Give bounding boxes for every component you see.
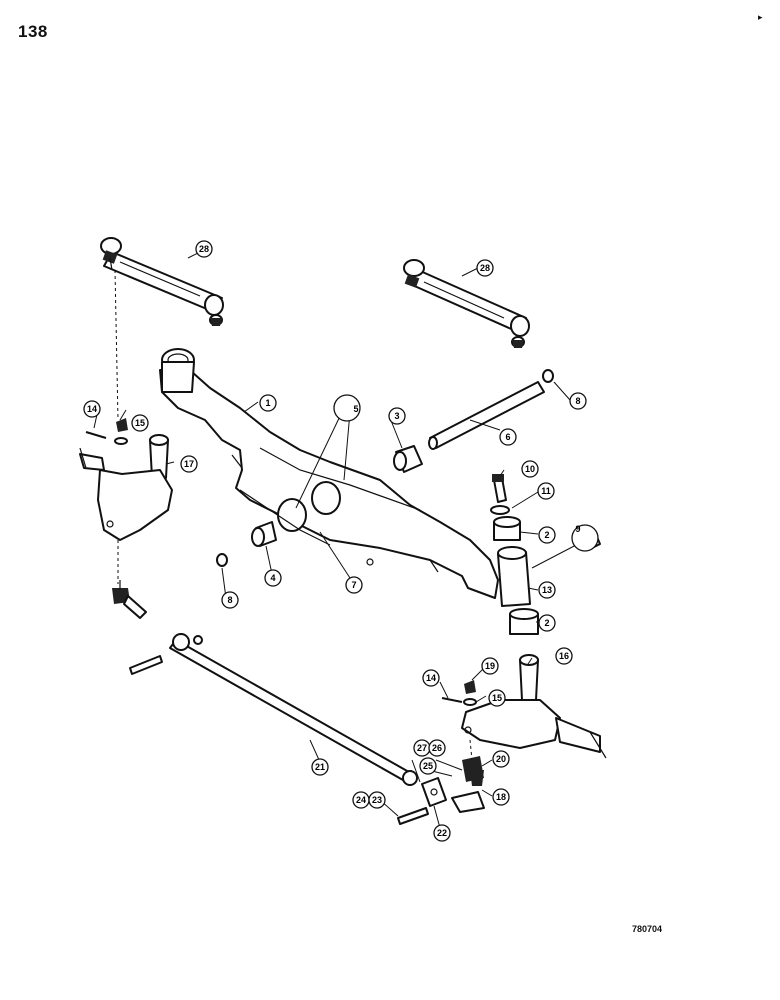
- callout-c8a: 8: [221, 591, 239, 609]
- svg-text:27: 27: [417, 743, 427, 753]
- snap-ring-8-right: [542, 369, 554, 383]
- ball-joint-left: [112, 580, 147, 619]
- svg-text:4: 4: [270, 573, 275, 583]
- svg-text:7: 7: [351, 580, 356, 590]
- callout-c14a: 14: [83, 400, 101, 418]
- svg-text:5: 5: [353, 404, 358, 414]
- svg-text:28: 28: [199, 244, 209, 254]
- svg-text:14: 14: [426, 673, 436, 683]
- callout-c17: 17: [180, 455, 198, 473]
- nut-left: [116, 418, 128, 432]
- pivot-pin: [428, 381, 545, 450]
- callout-c2b: 2: [538, 614, 556, 632]
- callout-c3: 3: [388, 407, 406, 425]
- svg-text:8: 8: [227, 595, 232, 605]
- svg-text:23: 23: [372, 795, 382, 805]
- svg-text:25: 25: [423, 761, 433, 771]
- callout-c5: 5: [333, 394, 361, 422]
- callout-c2a: 2: [538, 526, 556, 544]
- cover-20: [462, 756, 484, 782]
- bolt-10: [492, 474, 507, 503]
- alignment-line-left: [114, 269, 119, 421]
- svg-text:26: 26: [432, 743, 442, 753]
- svg-text:10: 10: [525, 464, 535, 474]
- callout-c15b: 15: [488, 689, 506, 707]
- svg-text:21: 21: [315, 762, 325, 772]
- leader-lines: [93, 249, 579, 829]
- callout-c24: 24: [352, 791, 370, 809]
- svg-text:17: 17: [184, 459, 194, 469]
- svg-text:19: 19: [485, 661, 495, 671]
- callout-c19: 19: [481, 657, 499, 675]
- tie-rod: [169, 633, 418, 786]
- callout-c10: 10: [521, 460, 539, 478]
- callout-c20: 20: [492, 750, 510, 768]
- cotter-pin-14-left: [85, 431, 107, 439]
- callout-c27: 27: [413, 739, 431, 757]
- callout-c28b: 28: [476, 259, 494, 277]
- svg-text:15: 15: [135, 418, 145, 428]
- svg-text:22: 22: [437, 828, 447, 838]
- callout-c23: 23: [368, 791, 386, 809]
- nut-19: [464, 680, 476, 694]
- bushing-front: [393, 445, 423, 473]
- washer-11: [490, 505, 510, 515]
- svg-text:18: 18: [496, 792, 506, 802]
- corner-mark: ▸: [758, 12, 763, 22]
- washer-15-right: [463, 698, 477, 706]
- bolt-left-clamp: [129, 655, 163, 675]
- callout-c4: 4: [264, 569, 282, 587]
- callout-c9: 9: [571, 524, 599, 552]
- callout-c14b: 14: [422, 669, 440, 687]
- axle-beam: [159, 348, 499, 599]
- callout-c21: 21: [311, 758, 329, 776]
- alignment-line-right: [469, 739, 473, 761]
- callout-c13: 13: [538, 581, 556, 599]
- svg-text:13: 13: [542, 585, 552, 595]
- callout-c7: 7: [345, 576, 363, 594]
- svg-text:15: 15: [492, 693, 502, 703]
- svg-text:1: 1: [265, 398, 270, 408]
- figure-code: 780704: [632, 924, 663, 934]
- cotter-pin-14-right: [441, 697, 463, 703]
- callout-c6: 6: [499, 428, 517, 446]
- svg-text:28: 28: [480, 263, 490, 273]
- bushing-2-top: [493, 516, 521, 541]
- page-number: 138: [18, 22, 48, 41]
- svg-text:2: 2: [544, 530, 549, 540]
- callout-c1: 1: [259, 394, 277, 412]
- svg-text:8: 8: [575, 396, 580, 406]
- callout-c26: 26: [428, 739, 446, 757]
- spindle-right: [461, 654, 607, 759]
- steering-cylinder-right: [403, 259, 530, 348]
- svg-text:11: 11: [541, 486, 551, 496]
- svg-text:3: 3: [394, 411, 399, 421]
- bushing-rear: [251, 521, 277, 547]
- callout-c15a: 15: [131, 414, 149, 432]
- callout-c18: 18: [492, 788, 510, 806]
- spindle-left: [79, 434, 173, 541]
- tube-13: [497, 546, 531, 607]
- callout-c25: 25: [419, 757, 437, 775]
- bolt-23: [397, 807, 429, 825]
- svg-text:6: 6: [505, 432, 510, 442]
- snap-ring-8-left: [216, 553, 228, 567]
- steering-cylinder-left: [100, 237, 224, 326]
- callout-c28a: 28: [195, 240, 213, 258]
- svg-text:16: 16: [559, 651, 569, 661]
- callout-c22: 22: [433, 824, 451, 842]
- bushing-2-bottom: [509, 608, 539, 635]
- callout-c16: 16: [555, 647, 573, 665]
- callout-c8b: 8: [569, 392, 587, 410]
- svg-text:9: 9: [575, 524, 580, 534]
- washer-15-left: [114, 437, 128, 445]
- svg-text:24: 24: [356, 795, 366, 805]
- svg-text:14: 14: [87, 404, 97, 414]
- callout-c11: 11: [537, 482, 555, 500]
- svg-text:2: 2: [544, 618, 549, 628]
- clamp-22: [421, 777, 447, 807]
- svg-text:20: 20: [496, 754, 506, 764]
